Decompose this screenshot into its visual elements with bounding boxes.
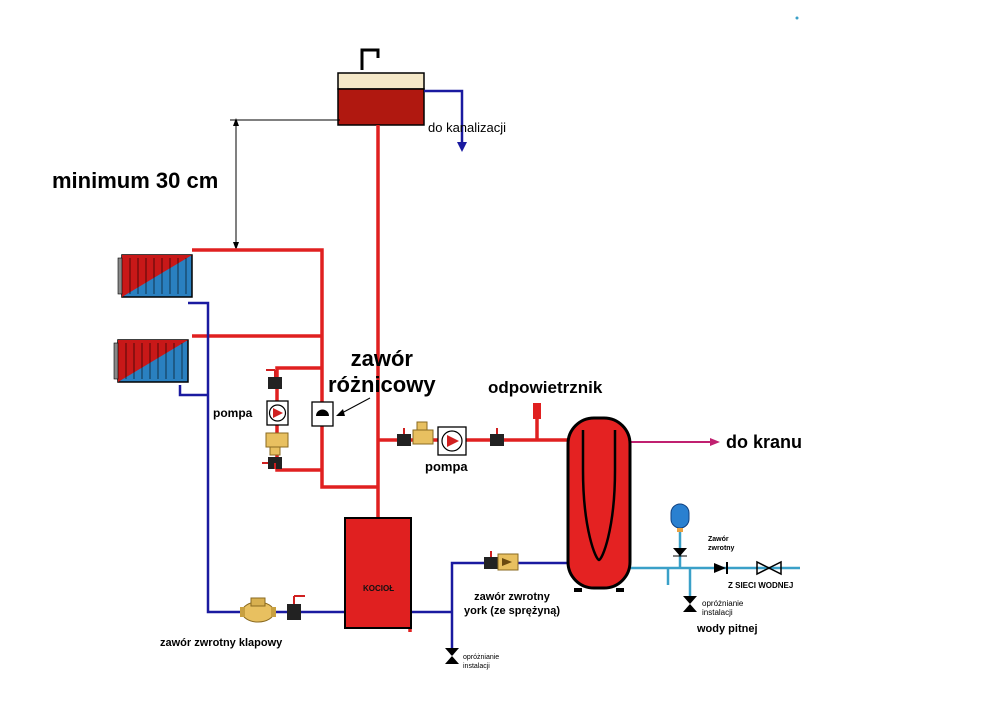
check-valve-small-label: Zawór zwrotny (708, 536, 735, 552)
check-valve-icon (484, 551, 519, 571)
radiator-lower (113, 339, 189, 383)
drain-valve-icon (445, 648, 459, 664)
air-vent-label: odpowietrznik (488, 378, 603, 397)
tank-body (337, 88, 425, 126)
pump-left-label: pompa (213, 406, 253, 420)
differential-valve-icon (311, 401, 334, 427)
tank-top (337, 72, 425, 90)
ball-valve-icon (287, 595, 305, 620)
check-valve-small-icon (673, 548, 687, 557)
gate-valve-icon (756, 560, 782, 576)
boiler-label: KOCIOŁ (363, 584, 395, 593)
expansion-tank (337, 48, 425, 126)
from-water-mains-label: Z SIECI WODNEJ (728, 581, 794, 590)
ball-valve-icon (262, 457, 282, 469)
marker-dot (795, 16, 799, 20)
pump-right-icon (437, 426, 467, 456)
boiler-body (344, 517, 412, 629)
radiator-upper (117, 254, 193, 298)
differential-valve-label: zawór różnicowy (328, 346, 436, 397)
strainer-icon (412, 421, 434, 445)
drain-valve-potable-icon (683, 596, 697, 612)
expansion-vessel-icon (670, 503, 690, 532)
york-check-valve-label: zawór zwrotny york (ze sprężyną) (464, 591, 560, 617)
ball-valve-icon (397, 428, 411, 446)
flap-check-valve-label: zawór zwrotny klapowy (160, 637, 283, 649)
ball-valve-icon (266, 369, 282, 389)
minimum-height-label: minimum 30 cm (52, 168, 219, 193)
pump-left-icon (266, 400, 289, 426)
height-dimension (230, 118, 340, 250)
overflow-spout-icon (360, 48, 380, 70)
drain-installation-label: opróżnianie instalacji (463, 654, 500, 670)
hot-water-cylinder (566, 416, 632, 592)
drain-potable-label: opróżnianie instalacji (702, 599, 744, 617)
strainer-icon (265, 432, 289, 456)
diff-valve-pointer (336, 397, 371, 416)
potable-water-label: wody pitnej (697, 623, 758, 635)
drain-sewer-label: do kanalizacji (428, 120, 507, 135)
check-valve-icon (714, 562, 728, 574)
ball-valve-icon (490, 428, 504, 446)
pump-right-label: pompa (425, 459, 468, 474)
to-tap-label: do kranu (726, 432, 803, 452)
overflow-pipe (424, 89, 467, 152)
flap-check-valve-icon (240, 597, 276, 623)
tap-pipe (628, 438, 720, 446)
air-vent-icon (533, 403, 541, 419)
